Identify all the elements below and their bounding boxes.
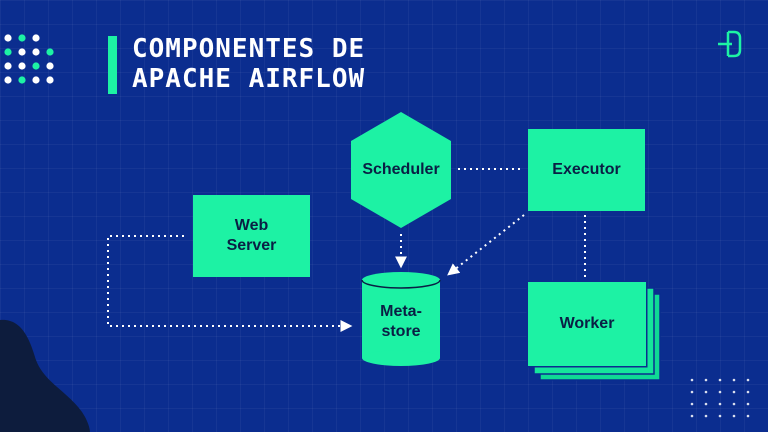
decorative-dot — [746, 378, 750, 382]
decorative-dot — [32, 76, 40, 84]
metastore-node: Meta- store — [362, 296, 440, 348]
decorative-dot — [704, 378, 708, 382]
decorative-dot — [46, 76, 54, 84]
decorative-dot — [746, 390, 750, 394]
decorative-dot — [32, 62, 40, 70]
page-title: COMPONENTES DE APACHE AIRFLOW — [132, 34, 365, 94]
decorative-dot — [704, 390, 708, 394]
arrow-executor-metastore — [447, 214, 525, 276]
decorative-dot — [732, 378, 736, 382]
decorative-dot — [746, 402, 750, 406]
worker-label: Worker — [559, 315, 615, 332]
decorative-dot — [690, 378, 694, 382]
decorative-dot — [704, 414, 708, 418]
decorative-dot — [690, 390, 694, 394]
decorative-dot — [46, 62, 54, 70]
decorative-dot — [4, 48, 12, 56]
decorative-dot — [18, 76, 26, 84]
webserver-node: Web Server — [193, 195, 310, 277]
decorative-dot — [18, 34, 26, 42]
decorative-dot — [690, 414, 694, 418]
executor-node: Executor — [528, 129, 645, 211]
title-line-2: APACHE AIRFLOW — [132, 64, 366, 94]
decorative-dot — [18, 62, 26, 70]
decorative-dot — [746, 414, 750, 418]
decorative-dot — [732, 402, 736, 406]
decorative-dot — [732, 390, 736, 394]
webserver-label: Web Server — [226, 217, 277, 254]
scheduler-node: Scheduler — [351, 150, 451, 190]
worker-node: Worker — [528, 282, 646, 366]
decorative-dot — [32, 34, 40, 42]
decorative-dot — [704, 402, 708, 406]
decorative-dot — [4, 76, 12, 84]
decorative-dot — [18, 48, 26, 56]
decorative-dot — [718, 414, 722, 418]
decorative-dot — [718, 390, 722, 394]
title-line-1: COMPONENTES DE — [132, 34, 366, 64]
metastore-label: Meta- store — [380, 303, 422, 340]
decorative-dot — [4, 62, 12, 70]
decorative-dot — [46, 48, 54, 56]
decorative-dot — [32, 48, 40, 56]
arrow-webserver-metastore — [107, 235, 353, 332]
airflow-logo-icon — [718, 30, 742, 58]
executor-label: Executor — [552, 161, 621, 178]
decorative-dot — [718, 378, 722, 382]
decorative-dot — [718, 402, 722, 406]
decorative-dot — [690, 402, 694, 406]
scheduler-label: Scheduler — [362, 161, 440, 178]
title-accent-bar — [108, 36, 117, 94]
decorative-dot — [4, 34, 12, 42]
decorative-dot — [732, 414, 736, 418]
